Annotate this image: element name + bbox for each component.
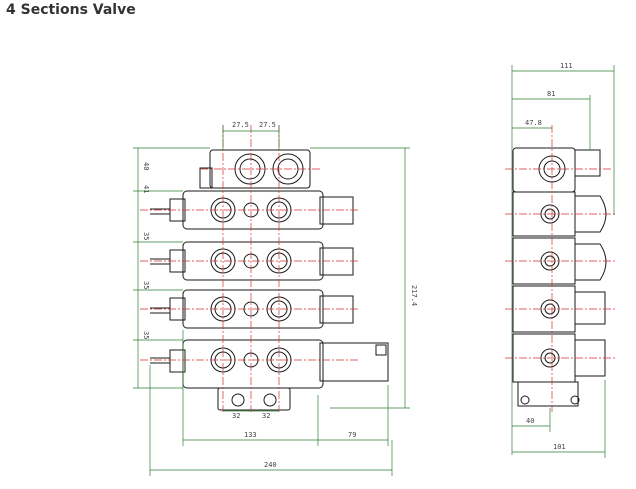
side-centerlines [505, 125, 615, 412]
front-dimension-labels: 27.5 27.5 32 32 133 79 240 217.4 40 41 3… [142, 121, 418, 469]
dim-side-bottom-overall: 101 [553, 443, 566, 451]
dim-side-top-mid: 81 [547, 90, 555, 98]
side-dimension-labels: 111 81 47.8 40 101 [525, 62, 573, 451]
valve-section-4 [150, 339, 389, 389]
side-inlet [512, 147, 601, 193]
page-title: 4 Sections Valve [6, 2, 136, 18]
dim-top-b: 27.5 [259, 121, 276, 129]
front-view [150, 149, 389, 411]
dim-left-3: 35 [142, 232, 150, 240]
side-outlet [517, 381, 580, 407]
dim-height: 217.4 [410, 285, 418, 306]
dim-left-1: 40 [142, 162, 150, 170]
dim-left-4: 35 [142, 281, 150, 289]
dim-left-5: 35 [142, 331, 150, 339]
outlet-section [217, 387, 291, 411]
dim-side-top-port: 47.8 [525, 119, 542, 127]
dim-overall-width: 240 [264, 461, 277, 469]
side-view [512, 147, 607, 407]
dim-top-a: 27.5 [232, 121, 249, 129]
dim-side-top-overall: 111 [560, 62, 573, 70]
front-centerlines [140, 125, 360, 412]
dim-left-2: 41 [142, 185, 150, 193]
side-dimension-lines [511, 65, 615, 458]
front-dimension-lines [133, 125, 410, 476]
dim-handle-ext: 79 [348, 431, 356, 439]
dim-overall-body: 133 [244, 431, 257, 439]
dim-bottom-b: 32 [262, 412, 270, 420]
dim-side-bottom-body: 40 [526, 417, 534, 425]
dim-bottom-a: 32 [232, 412, 240, 420]
